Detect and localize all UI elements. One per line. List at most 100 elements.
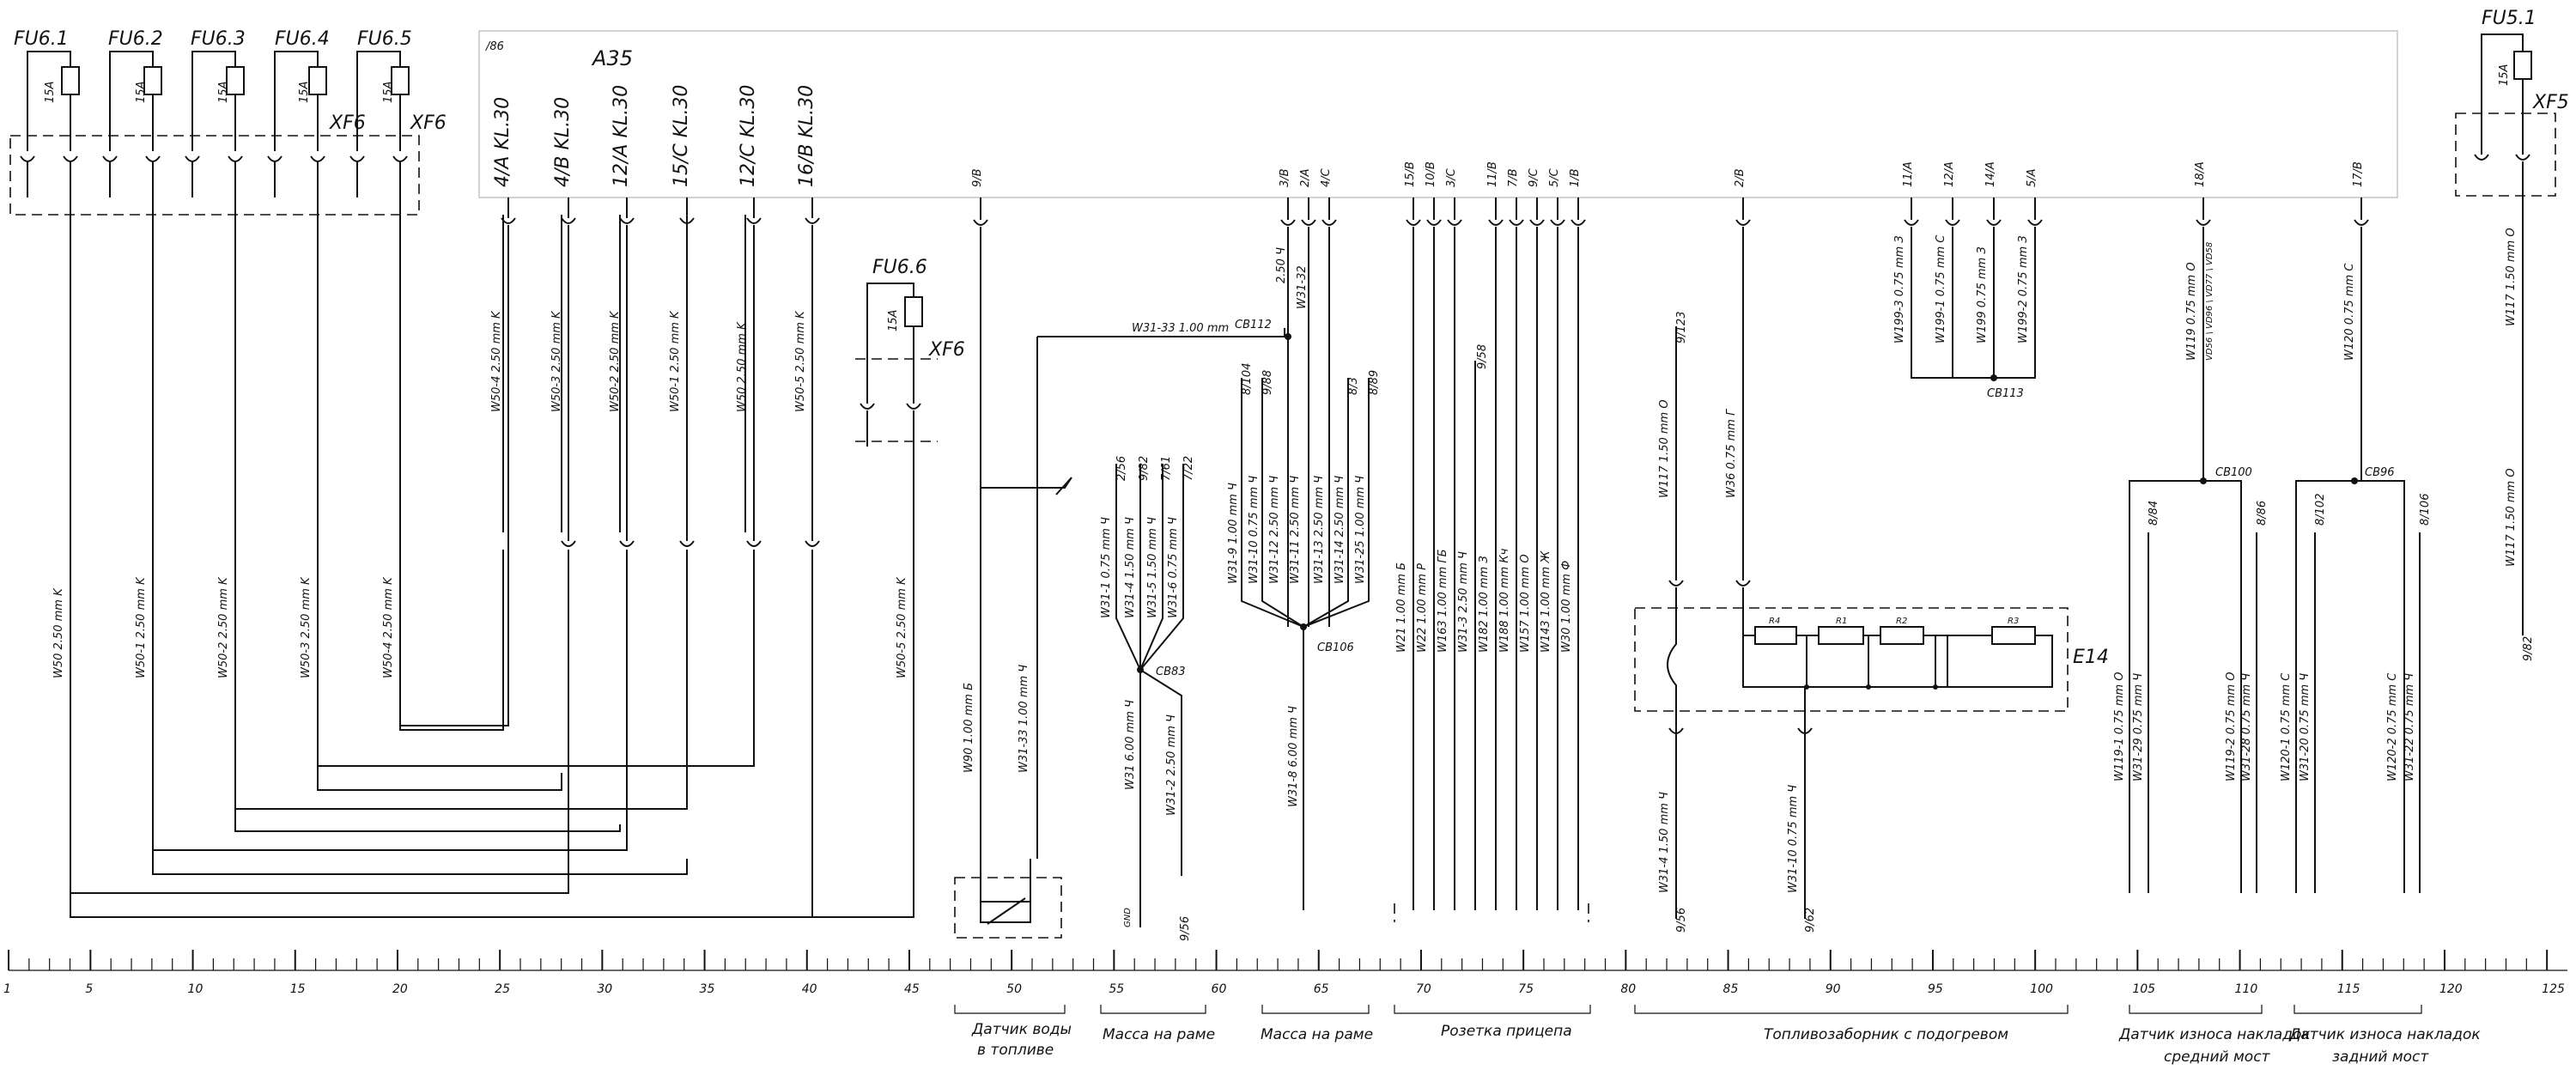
wire-label: W163 1.00 mm ГБ <box>1437 549 1449 653</box>
ruler-label: 30 <box>597 982 612 996</box>
splice-cb106: CB106 W31-9 1.00 mm Ч W31-10 0.75 mm Ч W… <box>1227 363 1381 910</box>
module-pin: 1/B <box>1569 168 1582 187</box>
ruler-label: 70 <box>1416 982 1431 996</box>
wire-label: W31-9 1.00 mm Ч <box>1227 483 1240 584</box>
wire-label: W90 1.00 mm Б <box>963 683 975 773</box>
wire-label: W117 1.50 mm О <box>2505 228 2518 326</box>
caption-line: в топливе <box>977 1042 1054 1059</box>
wire-label: W31-33 1.00 mm <box>1132 322 1229 335</box>
splice-cb112-group: CB112 2.50 Ч W31-32 <box>1235 198 1337 627</box>
wire-label: W31-4 1.50 mm Ч <box>1658 792 1671 893</box>
ruler-label: 10 <box>188 982 204 996</box>
wire-label: W120-1 0.75 mm С <box>2280 672 2293 781</box>
ruler-label: 45 <box>904 982 920 996</box>
module-label: A35 <box>591 46 633 70</box>
module-pin: 14/A <box>1984 161 1997 187</box>
module-pin: 12/C KL.30 <box>738 85 759 187</box>
splice-label: CB113 <box>1987 387 2024 400</box>
module-pin: 9/B <box>971 168 984 187</box>
wire-labels-lower: W50 2.50 mm K W50-1 2.50 mm K W50-2 2.50… <box>52 576 1030 773</box>
wire-label: W119-1 0.75 mm О <box>2113 672 2126 781</box>
module-pin: 2/B <box>1734 168 1747 187</box>
wire-label: W31-12 2.50 mm Ч <box>1268 476 1281 584</box>
wire-label: W31-2 2.50 mm Ч <box>1165 714 1178 816</box>
module-pin: 3/B <box>1279 168 1291 187</box>
ref-label: 8/102 <box>2314 494 2327 526</box>
caption-line: Масса на раме <box>1103 1026 1215 1043</box>
module-ref: /86 <box>485 40 504 53</box>
fuse-label: FU6.5 <box>357 28 412 50</box>
resistor-label: R2 <box>1896 617 1907 626</box>
ref-label: 9/56 <box>1179 916 1192 941</box>
fuse-label: FU5.1 <box>2482 8 2537 29</box>
module-pin: 2/A <box>1299 168 1312 187</box>
caption-line: Топливозаборник с подогревом <box>1764 1026 2008 1043</box>
ref-label: 9/88 <box>1261 370 1274 395</box>
ref-label: 9/82 <box>1138 456 1151 481</box>
ref-label: 8/84 <box>2148 501 2160 526</box>
fuse-rating: 15A <box>382 82 395 103</box>
wire-label: W31-11 2.50 mm Ч <box>1289 476 1302 584</box>
wire-label: W31-8 6.00 mm Ч <box>1287 706 1300 807</box>
wire-label: W31-6 0.75 mm Ч <box>1167 517 1180 618</box>
wire-label: W50 2.50 mm K <box>52 587 65 678</box>
module-pin: 4/B KL.30 <box>552 97 574 187</box>
fuse-fu6-1: FU6.1 15A <box>14 28 69 103</box>
wire-label: W50-3 2.50 mm K <box>300 576 313 678</box>
ruler-label: 90 <box>1826 982 1841 996</box>
ruler-label: 15 <box>290 982 306 996</box>
ruler-label: 1 <box>3 982 11 996</box>
ruler-label: 20 <box>392 982 408 996</box>
module-pin: 4/A KL.30 <box>492 97 513 187</box>
wire-label: W31-13 2.50 mm Ч <box>1313 476 1326 584</box>
fuse-body <box>143 66 162 95</box>
fuse-label: FU6.6 <box>872 257 927 278</box>
ruler-label: 100 <box>2030 982 2053 996</box>
ruler-label: 120 <box>2439 982 2463 996</box>
fuse-label: FU6.1 <box>14 28 69 50</box>
wire-label: W50-2 2.50 mm K <box>217 576 230 678</box>
wire-label: W31-1 0.75 mm Ч <box>1100 517 1113 618</box>
fuse-body <box>2513 51 2532 80</box>
fuse-rating: 15A <box>135 82 148 103</box>
fuse-rating: 15A <box>217 82 230 103</box>
wire-sub-label: VD56 \ VD96 \ VD77 \ VD58 <box>2205 242 2215 361</box>
wire-label: W31 6.00 mm Ч <box>1124 700 1137 790</box>
sensor-box <box>954 877 1062 939</box>
wire-label: W157 1.00 mm О <box>1519 554 1532 653</box>
fuse-fu6-5: FU6.5 15A <box>357 28 412 103</box>
resistor-label: R1 <box>1836 617 1847 626</box>
wire-label: W30 1.00 mm Ф <box>1560 561 1573 653</box>
ref-label: 9/58 <box>1476 344 1489 369</box>
wire-label: W50-5 2.50 mm K <box>794 310 807 412</box>
fuse-block-label: XF5 <box>2532 92 2569 113</box>
wire-label: W31-5 1.50 mm Ч <box>1146 517 1159 618</box>
fuse-fu6-4: FU6.4 15A <box>275 28 330 103</box>
fuse-fu5-1: FU5.1 15A XF5 W117 1.50 mm О W117 1.50 m… <box>2455 8 2569 661</box>
ref-label: 8/86 <box>2256 501 2269 526</box>
fuse-rating: 15A <box>298 82 311 103</box>
wire-label: W31-25 1.00 mm Ч <box>1354 476 1367 584</box>
ruler-label: 115 <box>2337 982 2360 996</box>
wire-labels-upper: W50-4 2.50 mm K W50-3 2.50 mm K W50-2 2.… <box>490 310 807 412</box>
ref-label: 9/62 <box>1804 908 1817 933</box>
ruler-label: 40 <box>802 982 817 996</box>
fuse-block-left: FU6.1 15A FU6.2 15A FU6.3 15A FU6.4 15A … <box>9 28 447 216</box>
water-sensor: W31-33 1.00 mm <box>954 198 1285 939</box>
wire-label: W50-1 2.50 mm K <box>669 310 682 412</box>
ruler-label: 85 <box>1723 982 1739 996</box>
wire-label: W120-2 0.75 mm С <box>2386 672 2399 781</box>
wire-label: W31-32 <box>1296 265 1309 309</box>
wire-label: W31-3 2.50 mm Ч <box>1457 551 1470 653</box>
fuse-rating: 15A <box>2498 64 2511 86</box>
wire-label: W31-20 0.75 mm Ч <box>2299 673 2312 781</box>
wire-label: W36 0.75 mm Г <box>1725 408 1738 498</box>
splice-label: CB112 <box>1235 319 1272 331</box>
wire-label: W199-3 0.75 mm З <box>1893 235 1906 343</box>
wire-label: W50-4 2.50 mm K <box>490 310 503 412</box>
module-pin: 18/A <box>2194 161 2207 187</box>
ref-label: 9/123 <box>1675 312 1688 343</box>
wire-label: W31-33 1.00 mm Ч <box>1018 665 1030 773</box>
fuse-block-label: XF6 <box>329 112 366 134</box>
